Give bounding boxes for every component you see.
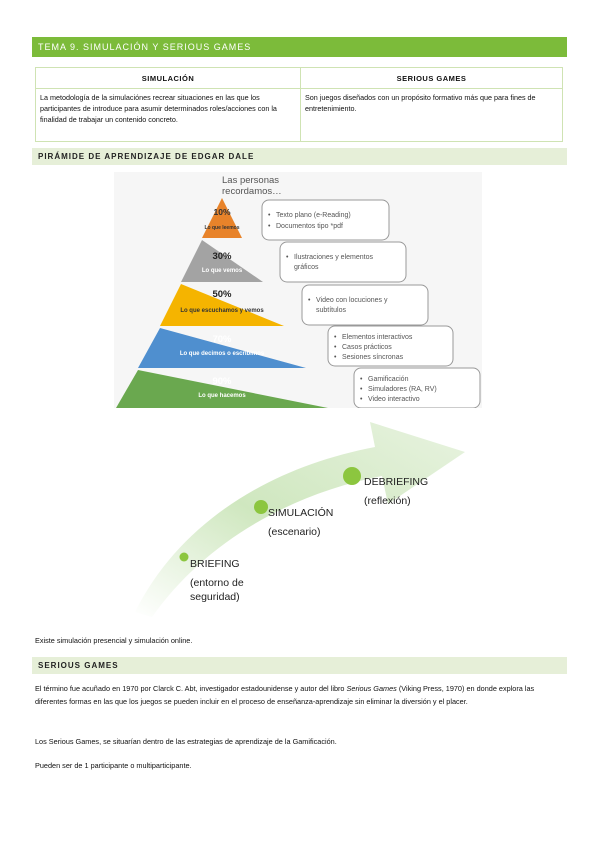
- pyramid-level-5: [116, 370, 328, 408]
- pyramid-level-2: [181, 240, 263, 282]
- pyramid-text-3: Lo que escuchamos y vemos: [180, 308, 264, 314]
- serious-paragraph-2: Los Serious Games, se situarían dentro d…: [35, 737, 337, 746]
- table-header-simulacion: SIMULACIÓN: [35, 67, 301, 89]
- callout-4-bullet: •: [334, 354, 337, 361]
- serious-paragraph-3: Pueden ser de 1 participante o multipart…: [35, 761, 192, 770]
- callout-4-item-2: Casos prácticos: [342, 344, 392, 351]
- pyramid-level-3: [160, 284, 284, 326]
- debriefing-subtitle: (reflexión): [364, 495, 411, 507]
- table-cell-simulacion: La metodología de la simulaciónes recrea…: [35, 88, 301, 142]
- serious-p1-pre: El término fue acuñado en 1970 por Clarc…: [35, 684, 347, 693]
- serious-paragraph-1: El término fue acuñado en 1970 por Clarc…: [35, 682, 565, 708]
- table-cell-serious-games: Son juegos diseñados con un propósito fo…: [300, 88, 563, 142]
- callout-4-item-1: Elementos interactivos: [342, 334, 413, 341]
- callout-1-bullet: •: [268, 212, 271, 219]
- briefing-title: BRIEFING: [190, 558, 240, 570]
- callout-box-4: [327, 325, 454, 367]
- pyramid-text-5: Lo que hacemos: [198, 393, 246, 399]
- callout-1-item-1: Texto plano (e-Reading): [276, 212, 351, 219]
- callout-3-bullet: •: [308, 297, 311, 304]
- pyramid-level-1: [202, 198, 242, 238]
- section-bar-pyramid: PIRÁMIDE DE APRENDIZAJE DE EDGAR DALE: [32, 148, 567, 165]
- learning-pyramid-figure: Las personas recordamos… 10% Lo que leem…: [114, 172, 482, 409]
- callout-3-item-1: Video con locuciones y subtítulos: [316, 297, 389, 314]
- pyramid-text-1: Lo que leemos: [204, 225, 239, 231]
- briefing-dot: [179, 552, 189, 562]
- callout-5-item-3: Video interactivo: [368, 396, 420, 403]
- table-header-serious-games: SERIOUS GAMES: [300, 67, 563, 89]
- callout-box-2: [279, 241, 407, 283]
- callout-4-bullet: •: [334, 344, 337, 351]
- pyramid-text-2: Lo que vemos: [202, 268, 243, 274]
- section-title-pyramid: PIRÁMIDE DE APRENDIZAJE DE EDGAR DALE: [38, 152, 255, 161]
- arrow-svg: [135, 422, 465, 617]
- callout-5-item-2: Simuladores (RA, RV): [368, 386, 437, 393]
- callout-4-bullet: •: [334, 334, 337, 341]
- simulation-arrow-diagram: [120, 412, 580, 622]
- debriefing-title: DEBRIEFING: [364, 476, 429, 488]
- callout-5-item-1: Gamificación: [368, 376, 409, 383]
- pyramid-pct-1: 10%: [213, 207, 230, 217]
- pyramid-pct-4: 70%: [212, 334, 232, 345]
- callout-4-item-3: Sesiones síncronas: [342, 354, 404, 361]
- callout-5-bullet: •: [360, 386, 363, 393]
- section-bar-serious-games: SERIOUS GAMES: [32, 657, 567, 674]
- page-title: TEMA 9. SIMULACIÓN Y SERIOUS GAMES: [38, 42, 252, 52]
- pyramid-text-4: Lo que decimos o escribimos: [180, 351, 265, 357]
- callout-5-bullet: •: [360, 376, 363, 383]
- callout-box-1: [261, 199, 390, 241]
- comparison-table: SIMULACIÓN SERIOUS GAMES La metodología …: [35, 67, 563, 142]
- briefing-subtitle: (entorno de seguridad): [190, 577, 244, 603]
- pyramid-level-4: [138, 328, 306, 368]
- simulacion-subtitle: (escenario): [268, 526, 321, 538]
- debriefing-dot: [343, 467, 361, 485]
- callout-box-3: [301, 284, 429, 326]
- section-title-serious-games: SERIOUS GAMES: [38, 661, 119, 670]
- pyramid-pct-2: 30%: [212, 251, 232, 262]
- header-bar: TEMA 9. SIMULACIÓN Y SERIOUS GAMES: [32, 37, 567, 57]
- simulacion-dot: [254, 500, 268, 514]
- simulacion-title: SIMULACIÓN: [268, 507, 334, 519]
- curved-arrow-shape: [135, 422, 465, 617]
- serious-p1-post: (Viking Press, 1970) en donde explora la…: [35, 684, 535, 706]
- pyramid-top-label: Las personas recordamos…: [222, 175, 282, 197]
- callout-1-bullet: •: [268, 223, 271, 230]
- serious-p1-book: Serious Games: [346, 684, 397, 693]
- callout-1-item-2: Documentos tipo *pdf: [276, 223, 343, 230]
- simulation-note: Existe simulación presencial y simulació…: [35, 636, 193, 645]
- callout-2-item-1: Ilustraciones y elementos gráficos: [294, 254, 375, 271]
- callout-5-bullet: •: [360, 396, 363, 403]
- pyramid-pct-3: 50%: [212, 289, 232, 300]
- pyramid-pct-5: 90%: [212, 376, 232, 387]
- pyramid-svg: Las personas recordamos… 10% Lo que leem…: [116, 175, 481, 409]
- callout-2-bullet: •: [286, 254, 289, 261]
